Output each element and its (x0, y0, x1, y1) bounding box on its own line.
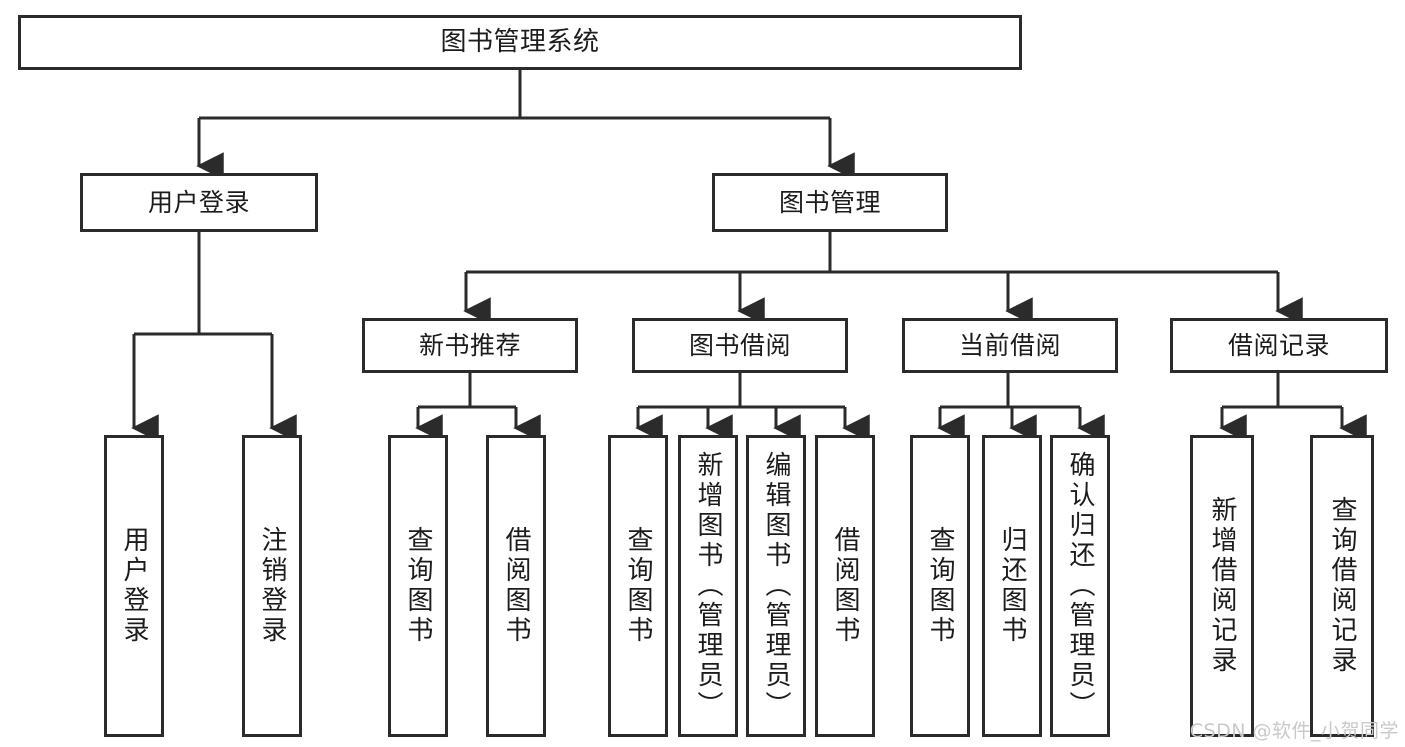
node-label: 查询图书 (925, 526, 955, 646)
leaf-user-login[interactable]: 用户登录 (104, 435, 164, 737)
leaf-logout[interactable]: 注销登录 (242, 435, 302, 737)
node-label: 用户登录 (147, 187, 250, 217)
leaf-edit-book-admin[interactable]: 编辑图书（管理员） (746, 435, 806, 737)
node-root-system[interactable]: 图书管理系统 (18, 15, 1022, 70)
node-label: 借阅记录 (1227, 330, 1330, 360)
node-book-management[interactable]: 图书管理 (712, 173, 948, 232)
leaf-add-borrow-record[interactable]: 新增借阅记录 (1190, 435, 1254, 737)
node-label: 查询图书 (403, 526, 433, 646)
node-label: 图书管理系统 (440, 26, 600, 57)
node-label: 注销登录 (257, 526, 287, 646)
leaf-borrow-books[interactable]: 借阅图书 (815, 435, 875, 737)
node-borrow-records[interactable]: 借阅记录 (1170, 318, 1388, 373)
node-label: 新书推荐 (418, 330, 521, 360)
node-label: 编辑图书（管理员） (761, 451, 791, 721)
leaf-borrow-books-new[interactable]: 借阅图书 (486, 435, 546, 737)
node-label: 当前借阅 (958, 330, 1061, 360)
node-book-borrow[interactable]: 图书借阅 (632, 318, 848, 373)
leaf-query-books-current[interactable]: 查询图书 (910, 435, 970, 737)
node-user-login[interactable]: 用户登录 (80, 173, 318, 232)
leaf-add-book-admin[interactable]: 新增图书（管理员） (678, 435, 738, 737)
csdn-watermark: CSDN @软件_小贺同学 (1189, 720, 1399, 742)
node-label: 查询图书 (623, 526, 653, 646)
leaf-return-books[interactable]: 归还图书 (982, 435, 1042, 737)
node-label: 新增借阅记录 (1207, 496, 1237, 676)
node-label: 图书借阅 (688, 330, 791, 360)
node-label: 借阅图书 (830, 526, 860, 646)
node-current-borrow[interactable]: 当前借阅 (902, 318, 1118, 373)
node-label: 新增图书（管理员） (693, 451, 723, 721)
node-label: 用户登录 (119, 526, 149, 646)
node-label: 图书管理 (778, 187, 881, 217)
node-label: 借阅图书 (501, 526, 531, 646)
node-label: 确认归还（管理员） (1065, 451, 1095, 721)
leaf-query-borrow-record[interactable]: 查询借阅记录 (1310, 435, 1374, 737)
leaf-query-books-new[interactable]: 查询图书 (388, 435, 448, 737)
node-label: 归还图书 (997, 526, 1027, 646)
leaf-query-books-borrow[interactable]: 查询图书 (608, 435, 668, 737)
node-new-book-recommend[interactable]: 新书推荐 (362, 318, 578, 373)
node-label: 查询借阅记录 (1327, 496, 1357, 676)
leaf-confirm-return-admin[interactable]: 确认归还（管理员） (1050, 435, 1110, 737)
